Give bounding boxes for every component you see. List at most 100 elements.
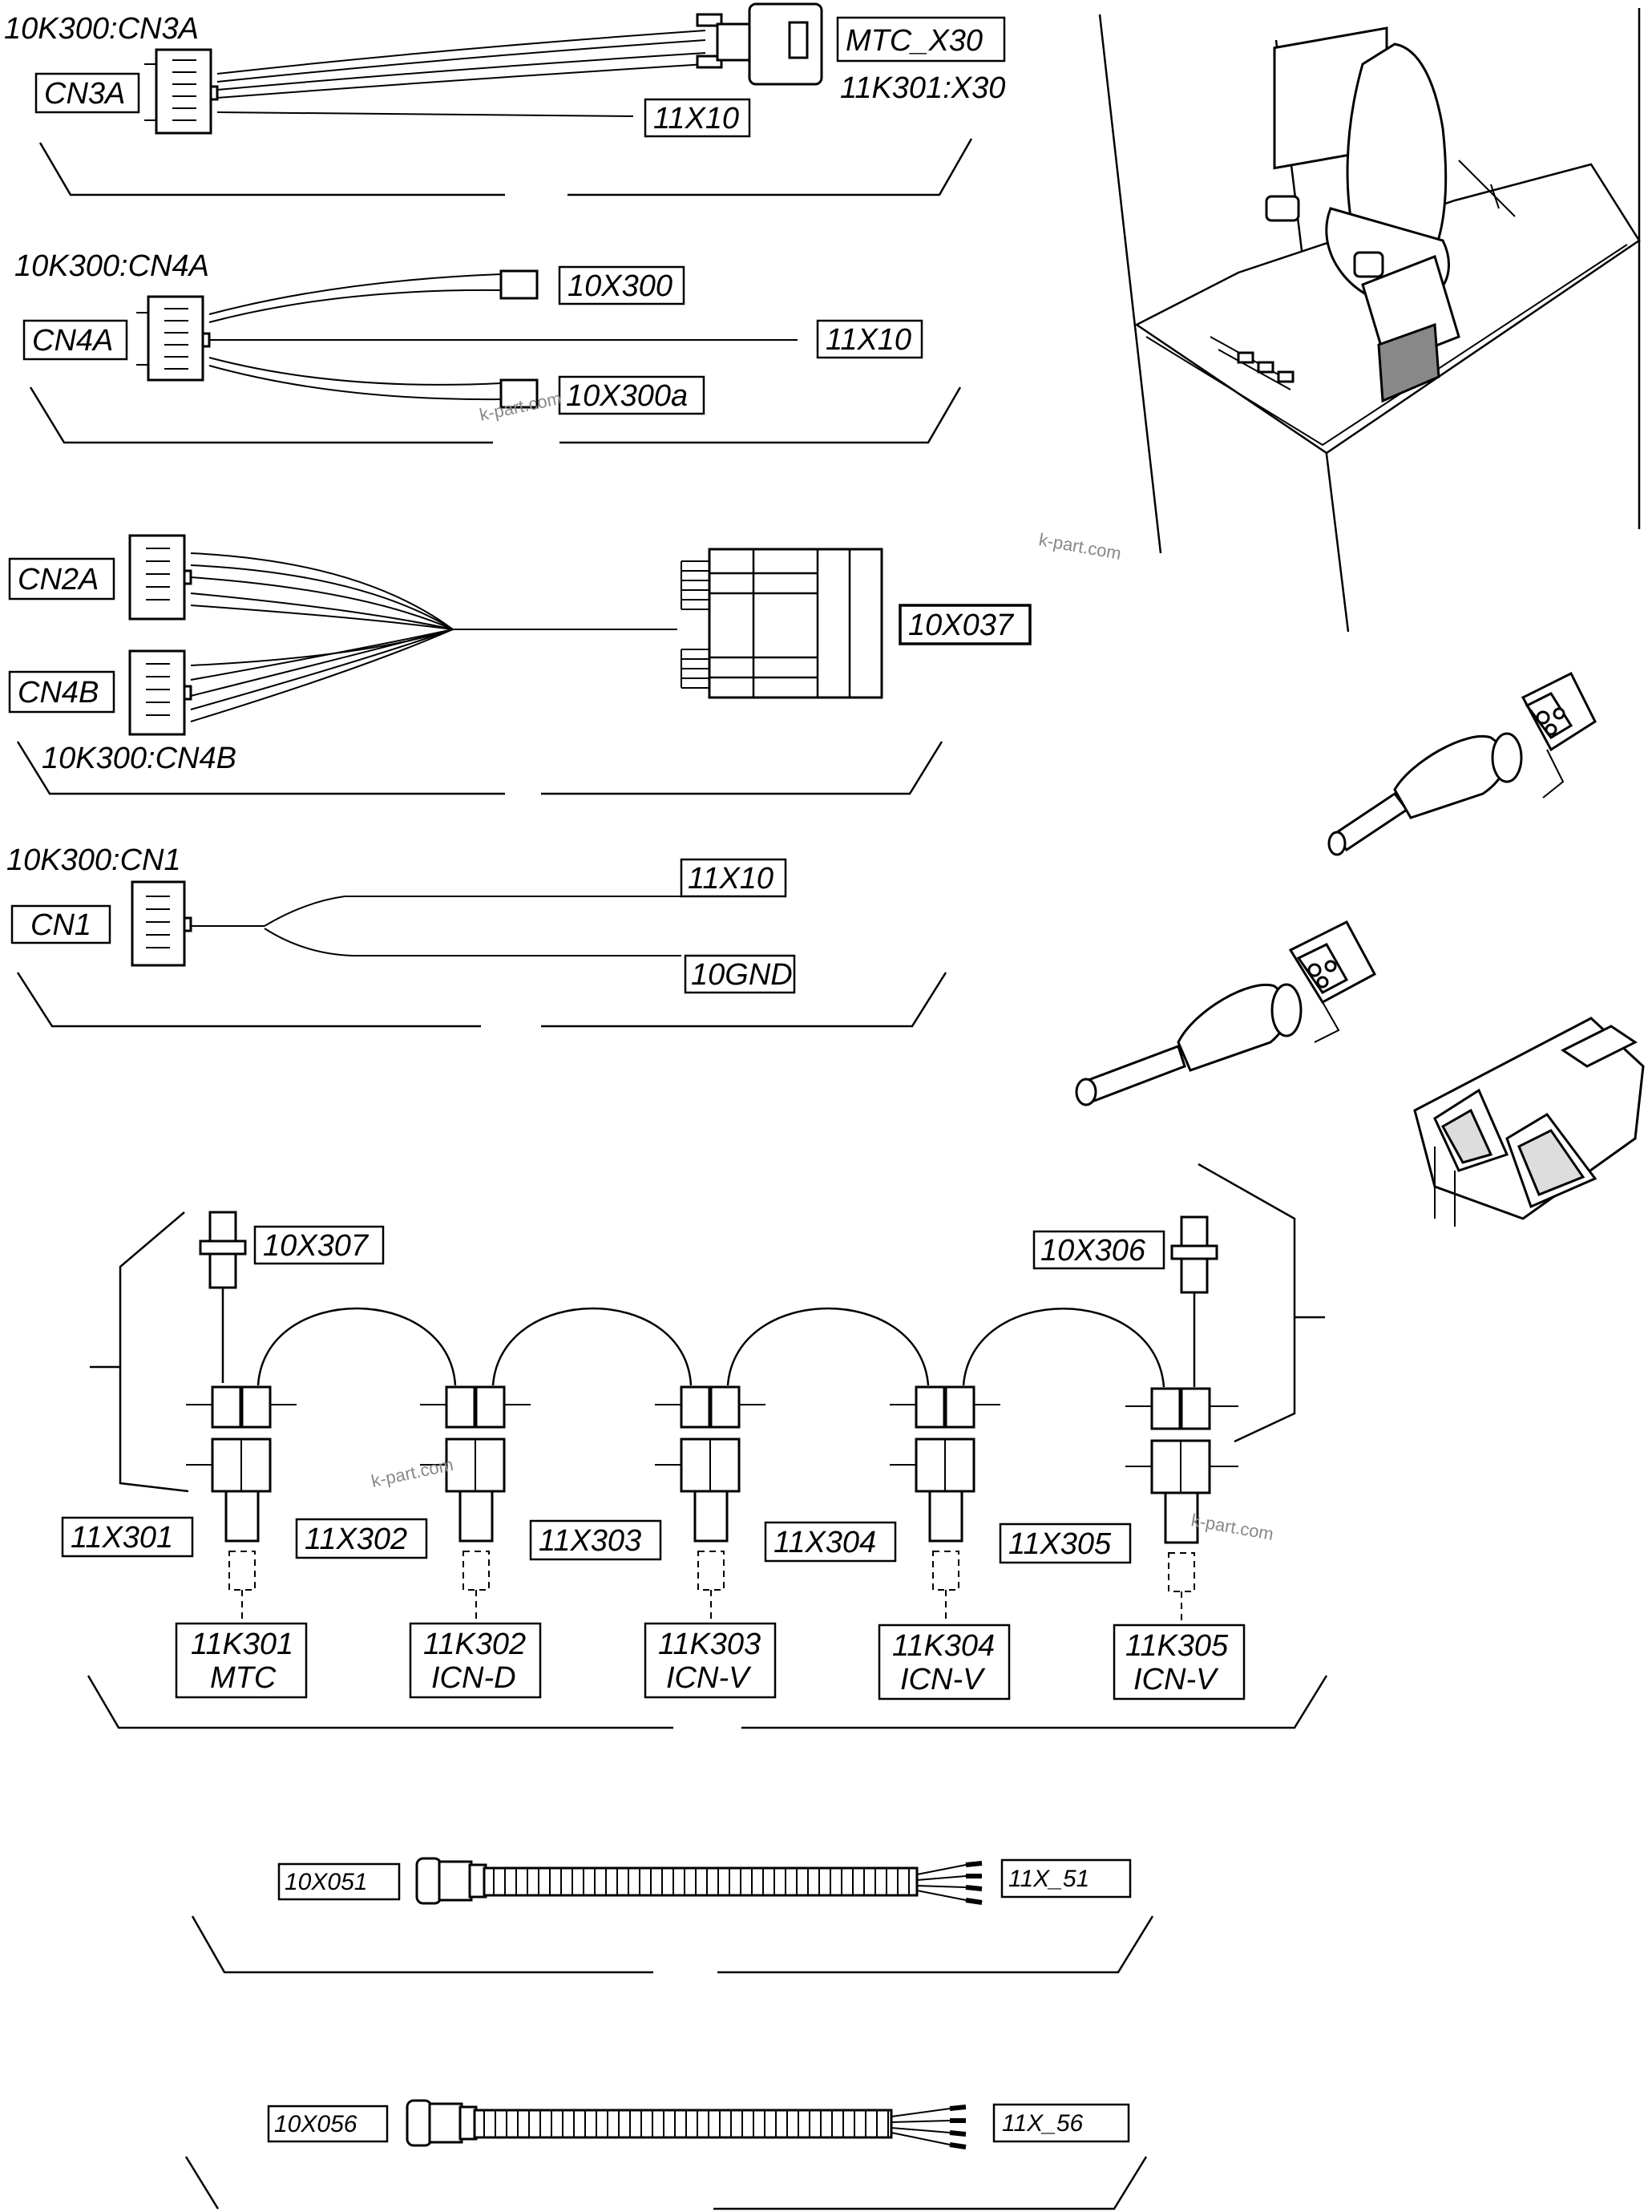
10x307-tag-box bbox=[253, 1225, 385, 1265]
10x306-sensor bbox=[1170, 1215, 1218, 1387]
watermark-4: k-part.com bbox=[1190, 1510, 1275, 1544]
module-tag-5-box bbox=[1113, 1624, 1246, 1700]
cn3a-ref-label: 10K300:CN3A bbox=[4, 12, 199, 46]
module-stack-1 bbox=[186, 1385, 297, 1624]
connector-sketch-2 bbox=[1075, 920, 1377, 1106]
cn2a-tag: CN2A bbox=[18, 563, 99, 596]
group-cn3a: 10K300:CN3A CN3A MTC_X30 11K301:X30 bbox=[4, 2, 1006, 196]
10x300a-tag-box bbox=[558, 375, 705, 415]
module-tag-5-line1: 11K305 bbox=[1125, 1629, 1229, 1663]
10x307-tag: 10X307 bbox=[263, 1229, 370, 1263]
10x037-tag: 10X037 bbox=[908, 609, 1015, 642]
harness-tag-5: 11X305 bbox=[1008, 1527, 1112, 1561]
10x056-cable-sleeve bbox=[473, 2109, 893, 2139]
11x51-tag: 11X_51 bbox=[1008, 1866, 1089, 1892]
cn4a-wire-tag: 11X10 bbox=[826, 323, 911, 357]
module-tag-4-box bbox=[878, 1624, 1011, 1700]
harness-tag-1: 11X301 bbox=[71, 1521, 173, 1555]
10x300a-plug bbox=[499, 378, 539, 409]
module-tag-3-line1: 11K303 bbox=[658, 1628, 761, 1661]
harness-tag-3: 11X303 bbox=[539, 1524, 641, 1558]
connector-sketch-1 bbox=[1327, 671, 1597, 856]
10x051-tag: 10X051 bbox=[285, 1869, 367, 1895]
harness-tag-5-box bbox=[999, 1523, 1132, 1564]
cn4a-tag-box bbox=[22, 319, 128, 361]
cn1-tag: CN1 bbox=[30, 908, 91, 942]
10x037-tag-box bbox=[899, 604, 1032, 645]
group-10x051: 10X051 11X_51 bbox=[191, 1857, 1154, 1974]
module-tag-2-line2: ICN-D bbox=[431, 1661, 516, 1695]
cn4a-tag: CN4A bbox=[32, 324, 113, 358]
10x051-tag-box bbox=[277, 1862, 401, 1901]
cn4a-wire-tag-box bbox=[816, 319, 923, 359]
harness-tag-3-box bbox=[529, 1519, 662, 1561]
module-stack-4 bbox=[890, 1385, 1000, 1624]
cn4a-connector bbox=[136, 295, 211, 382]
10x056-cable bbox=[406, 2099, 967, 2149]
mtc-x30-tag: MTC_X30 bbox=[846, 24, 983, 58]
module-tag-2-box bbox=[409, 1622, 542, 1699]
cn1-wire-b-tag-box bbox=[684, 954, 796, 994]
cn4b-connector bbox=[128, 649, 192, 736]
cn4b-ref-label: 10K300:CN4B bbox=[42, 742, 236, 775]
cn4b-tag-box bbox=[8, 670, 115, 714]
10x306-tag: 10X306 bbox=[1040, 1234, 1146, 1268]
module-tag-4-line1: 11K304 bbox=[892, 1629, 995, 1663]
11x56-tag: 11X_56 bbox=[1002, 2110, 1084, 2137]
11x51-tag-box bbox=[1000, 1858, 1132, 1899]
module-tag-1-box bbox=[175, 1622, 308, 1699]
group-cn1: 10K300:CN1 CN1 11X10 10GND bbox=[6, 843, 947, 1028]
group-cn4a: 10K300:CN4A CN4A 10X300 11X10 10X300a bbox=[14, 249, 962, 444]
module-stack-3 bbox=[655, 1385, 765, 1624]
harness-tag-2-box bbox=[295, 1518, 428, 1559]
group-cn2a-cn4b: CN2A CN4B bbox=[8, 534, 1032, 795]
cn4a-ref-label: 10K300:CN4A bbox=[14, 249, 209, 283]
cn2a-tag-box bbox=[8, 557, 115, 601]
module-tag-4-line2: ICN-V bbox=[900, 1663, 986, 1696]
module-tag-3-line2: ICN-V bbox=[666, 1661, 752, 1695]
module-tag-5-line2: ICN-V bbox=[1133, 1663, 1219, 1696]
cn2a-connector bbox=[128, 534, 192, 621]
10x051-cable bbox=[415, 1857, 983, 1905]
mtc-x30-connector bbox=[696, 2, 823, 86]
module-tag-2-line1: 11K302 bbox=[423, 1628, 526, 1661]
harness-tag-1-box bbox=[61, 1516, 194, 1558]
cn3a-wire-tag-box bbox=[644, 98, 751, 138]
connector-sketch-3 bbox=[1413, 1017, 1645, 1227]
cn3a-connector bbox=[144, 48, 219, 135]
11x56-tag-box bbox=[992, 2103, 1130, 2143]
module-stack-5 bbox=[1125, 1387, 1238, 1624]
mtc-x30-ref: 11K301:X30 bbox=[840, 71, 1005, 105]
10x056-tag-box bbox=[267, 2105, 389, 2143]
10x051-cable-sleeve bbox=[483, 1866, 919, 1897]
cn1-ref-label: 10K300:CN1 bbox=[6, 843, 181, 877]
module-tag-3-box bbox=[644, 1622, 777, 1699]
mtc-x30-tag-box bbox=[836, 16, 1006, 63]
10x056-tag: 10X056 bbox=[274, 2111, 357, 2137]
10x300-tag: 10X300 bbox=[567, 269, 673, 303]
cn3a-tag: CN3A bbox=[44, 77, 125, 111]
harness-tag-4-box bbox=[764, 1521, 897, 1563]
cn4b-tag: CN4B bbox=[18, 676, 99, 710]
watermark-2: k-part.com bbox=[1037, 529, 1123, 564]
10x300-tag-box bbox=[558, 265, 685, 305]
cn1-wire-a-tag: 11X10 bbox=[688, 862, 773, 896]
10x306-tag-box bbox=[1032, 1230, 1165, 1270]
10x300a-tag: 10X300a bbox=[566, 379, 688, 413]
module-stack-2 bbox=[420, 1385, 531, 1624]
cn3a-wire-tag: 11X10 bbox=[653, 102, 739, 135]
group-10x056: 10X056 11X_56 bbox=[184, 2099, 1148, 2210]
cn1-tag-box bbox=[10, 904, 111, 944]
cn1-connector bbox=[131, 880, 192, 967]
harness-tag-2: 11X302 bbox=[305, 1523, 407, 1556]
cab-illustration bbox=[1098, 8, 1641, 633]
cn1-wire-a-tag-box bbox=[680, 858, 787, 898]
harness-tag-4: 11X304 bbox=[773, 1526, 876, 1559]
10x307-sensor bbox=[199, 1211, 247, 1383]
10x037-connector bbox=[681, 548, 883, 699]
watermark-3: k-part.com bbox=[370, 1454, 455, 1491]
cn3a-tag-box bbox=[34, 72, 140, 114]
module-tag-1-line1: 11K301 bbox=[191, 1628, 293, 1661]
10x300-plug bbox=[499, 269, 539, 300]
